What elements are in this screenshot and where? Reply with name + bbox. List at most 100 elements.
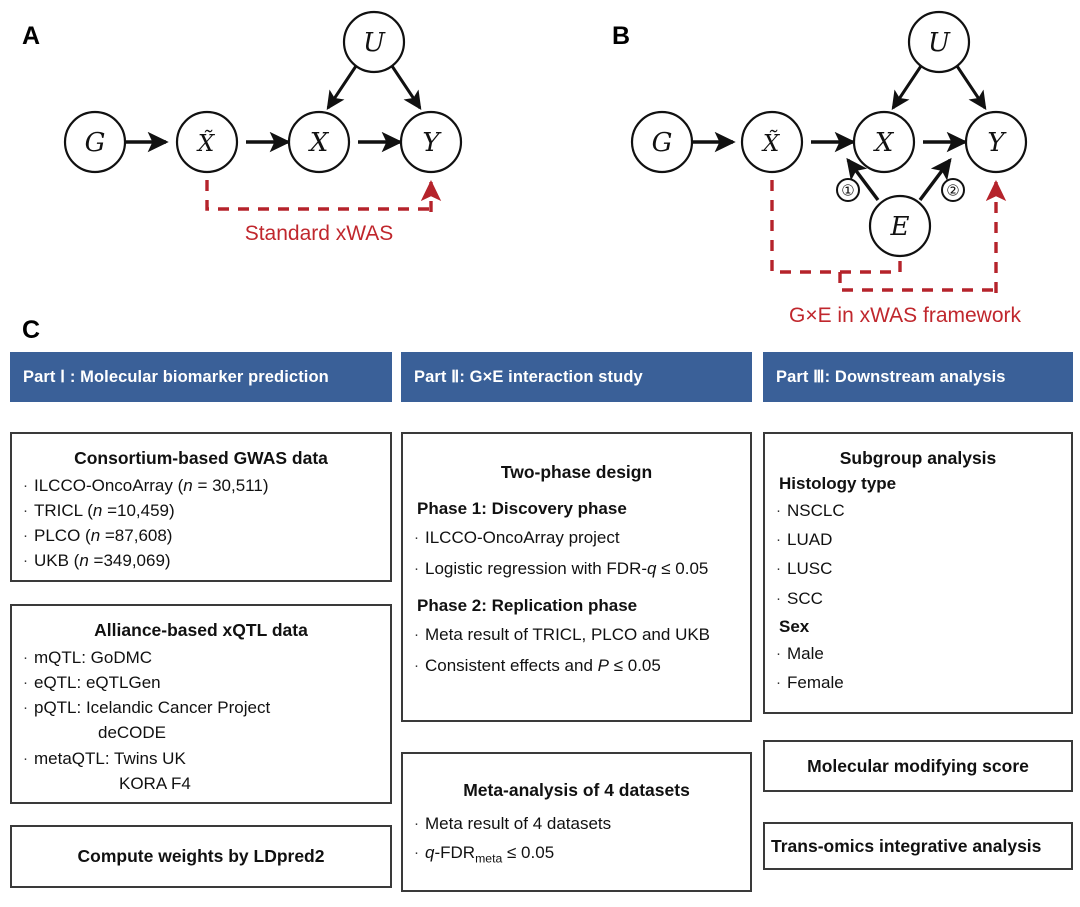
node-x: X [287,110,351,174]
edge-e-to-y [918,157,952,202]
bullet-icon: · [414,560,419,578]
panel-letter-c: C [22,316,41,344]
phase-1-heading: Phase 1: Discovery phase [417,498,627,518]
list-item: ·eQTL: eQTLGen [23,670,380,695]
list-item: ·Consistent effects and P ≤ 0.05 [414,650,740,681]
list-item-label: LUSC [787,559,833,579]
list-item: · metaQTL: Twins UK [23,746,380,771]
sex-heading: Sex [779,616,810,636]
list-item-label: metaQTL: Twins UK [34,748,186,768]
box-title: Meta-analysis of 4 datasets [463,780,690,800]
bullet-icon: · [23,749,28,767]
red-path-xtilde-e [770,180,902,274]
edge-e-to-xtilde [846,157,880,202]
box-meta-analysis-4-datasets: Meta-analysis of 4 datasets · Meta result… [401,752,752,892]
box-two-phase-design: Two-phase design Phase 1: Discovery phas… [401,432,752,722]
bullet-icon: · [23,699,28,717]
list-item: · SCC [776,584,1061,613]
dag-panel-b: G X̃ X Y U E ① ② G×E in xWAS framework [630,10,1028,327]
column-part-2: Part Ⅱ: G×E interaction study Two-phase … [401,352,752,892]
node-y: Y [964,110,1028,174]
annotation-gxe-framework: G×E in xWAS framework [789,304,1022,327]
list-item: ·Logistic regression with FDR-q ≤ 0.05 [414,553,740,584]
list-item-label: Meta result of TRICL, PLCO and UKB [425,624,711,644]
marker-two: ② [941,178,965,202]
box-compute-weights-ldpred2: Compute weights by LDpred2 [10,825,392,888]
annotation-standard-xwas: Standard xWAS [245,222,394,245]
list-item: ·Female [776,668,1061,697]
red-path-lower-to-y [838,272,996,292]
node-u: U [342,10,406,74]
bullet-icon: · [23,527,28,545]
box-title: Two-phase design [500,462,653,482]
node-xtilde: X̃ [740,110,804,174]
marker-one-label: ① [841,183,854,200]
edge-u-to-y [955,65,987,110]
list-item: · pQTL: Icelandic Cancer Project [23,695,380,720]
histology-type-heading: Histology type [779,473,897,493]
list-item: ·q-FDRmeta ≤ 0.05 [414,839,740,869]
column-1-header: Part Ⅰ : Molecular biomarker prediction [10,352,392,402]
list-item: · ILCCO-OncoArray project [414,522,740,553]
red-bracket-standard-xwas [205,180,431,211]
bullet-icon: · [414,843,419,861]
bullet-icon: · [414,814,419,832]
bullet-icon: · [414,528,419,546]
node-x: X [852,110,916,174]
bullet-icon: · [23,648,28,666]
list-item: ·mQTL: GoDMC [23,645,380,670]
panel-letter-a: A [22,22,41,50]
node-u: U [907,10,971,74]
list-item-label: ILCCO-OncoArray project [425,527,620,547]
list-item: ·ILCCO-OncoArray (n = 30,511) [23,473,380,498]
node-g: G [63,110,127,174]
box-title: Alliance-based xQTL data [94,620,308,640]
list-item: ·Male [776,639,1061,668]
node-u-label: U [363,28,386,58]
box-molecular-modifying-score: Molecular modifying score [763,740,1073,792]
list-item: ·LUSC [776,554,1061,583]
dag-panel-a: G X̃ X Y U Standard xWAS [63,10,463,245]
box-title: Subgroup analysis [839,448,997,468]
column-3-header: Part Ⅲ: Downstream analysis [763,352,1073,402]
list-item-label: SCC [787,588,823,608]
node-g-label: G [652,128,673,158]
box-consortium-gwas-data: Consortium-based GWAS data ·ILCCO-OncoAr… [10,432,392,582]
node-g: G [630,110,694,174]
list-item-continuation: deCODE [98,723,167,743]
bullet-icon: · [23,552,28,570]
bullet-icon: · [23,502,28,520]
node-y: Y [399,110,463,174]
bullet-icon: · [776,531,781,549]
node-xtilde-label: X̃ [196,131,216,157]
list-item: ·PLCO (n =87,608) [23,523,380,548]
column-part-3: Part Ⅲ: Downstream analysis Subgroup ana… [763,352,1073,870]
node-y-label: Y [987,128,1007,158]
box-alliance-xqtl-data: Alliance-based xQTL data ·mQTL: GoDMC ·e… [10,604,392,804]
box-title: Consortium-based GWAS data [74,448,328,468]
node-u-label: U [928,28,951,58]
list-item: ·NSCLC [776,496,1061,525]
node-g-label: G [85,128,106,158]
phase-2-heading: Phase 2: Replication phase [417,595,638,615]
node-e-label: E [890,212,910,242]
list-item: ·LUAD [776,525,1061,554]
panel-letter-b: B [612,22,631,50]
list-item: ·Meta result of TRICL, PLCO and UKB [414,619,740,650]
list-item: · Meta result of 4 datasets [414,810,740,839]
marker-two-label: ② [946,183,959,200]
bullet-icon: · [23,674,28,692]
node-y-label: Y [422,128,442,158]
bullet-icon: · [776,674,781,692]
bullet-icon: · [776,589,781,607]
column-2-header: Part Ⅱ: G×E interaction study [401,352,752,402]
box-subgroup-analysis: Subgroup analysis Histology type ·NSCLC … [763,432,1073,714]
node-xtilde-label: X̃ [761,131,781,157]
node-x-label: X [308,128,330,158]
list-item-label: pQTL: Icelandic Cancer Project [34,698,271,718]
list-item-label: Male [787,644,824,663]
box-trans-omics-integrative-analysis: Trans-omics integrative analysis [763,822,1073,870]
list-item-continuation: KORA F4 [119,773,191,793]
marker-one: ① [836,178,860,202]
list-item-label: Meta result of 4 datasets [425,813,612,833]
